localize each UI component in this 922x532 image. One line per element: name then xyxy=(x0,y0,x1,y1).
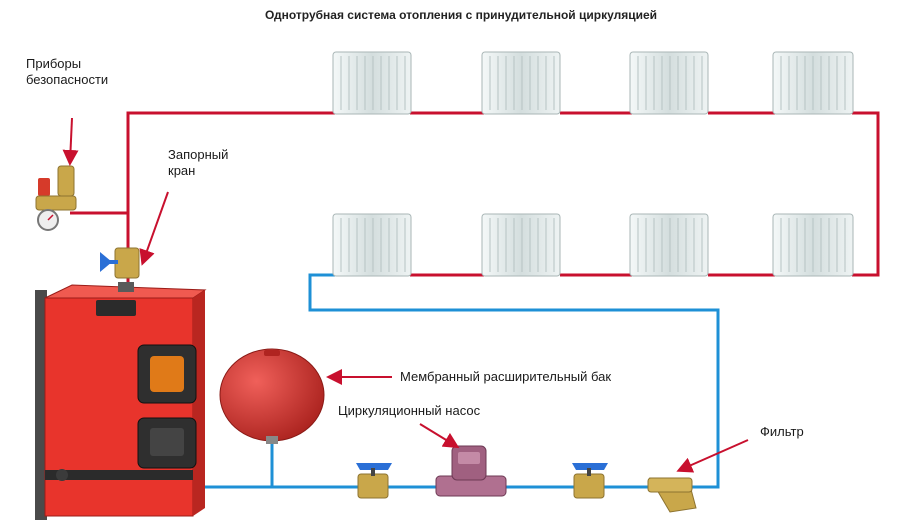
boiler-body xyxy=(44,297,194,517)
return-valve-right xyxy=(572,463,608,499)
label-safety-devices: Приборы безопасности xyxy=(26,56,108,88)
air-vent xyxy=(57,165,75,197)
return-valve-left xyxy=(356,463,392,499)
safety-relief-valve xyxy=(38,178,50,196)
radiator-upper-2 xyxy=(481,51,561,115)
supply-pipes xyxy=(70,111,880,290)
radiator-upper-1 xyxy=(332,51,412,115)
boiler-control-panel xyxy=(96,300,136,316)
radiator-lower-2 xyxy=(481,213,561,277)
label-shutoff-valve: Запорный кран xyxy=(168,147,228,179)
lower-radiators xyxy=(332,213,854,277)
label-shutoff-line-2: кран xyxy=(168,163,196,178)
supply-riser-pipe xyxy=(126,111,335,290)
radiator-lower-4 xyxy=(772,213,854,277)
label-circulation-pump: Циркуляционный насос xyxy=(338,403,481,418)
label-safety-line-2: безопасности xyxy=(26,72,109,87)
radiator-upper-3 xyxy=(629,51,709,115)
supply-right-loop xyxy=(852,111,880,277)
label-expansion-tank: Мембранный расширительный бак xyxy=(400,369,612,384)
arrow-pump xyxy=(419,423,460,449)
valve-handle-icon xyxy=(356,463,392,470)
circulation-pump xyxy=(435,445,507,497)
filter xyxy=(647,477,697,513)
arrow-filter xyxy=(676,439,749,473)
boiler-outlet xyxy=(118,282,134,292)
return-main-pipe xyxy=(190,273,720,489)
upper-radiators xyxy=(332,51,854,115)
boiler xyxy=(35,282,207,520)
diagram-title: Однотрубная система отопления с принудит… xyxy=(264,8,658,22)
safety-group xyxy=(35,165,77,231)
radiator-lower-3 xyxy=(629,213,709,277)
label-safety-line-1: Приборы xyxy=(26,56,82,71)
safety-manifold xyxy=(35,195,77,211)
expansion-tank xyxy=(219,348,325,444)
label-filter: Фильтр xyxy=(760,424,804,439)
radiator-lower-1 xyxy=(332,213,412,277)
boiler-legs xyxy=(35,290,47,520)
boiler-return-fitting xyxy=(56,469,68,481)
radiator-upper-4 xyxy=(772,51,854,115)
label-shutoff-line-1: Запорный xyxy=(168,147,229,162)
arrow-safety xyxy=(62,117,79,166)
arrow-shutoff xyxy=(139,191,169,266)
valve-handle-icon xyxy=(572,463,608,470)
fire-window xyxy=(150,356,184,392)
shutoff-valve xyxy=(100,247,140,279)
callout-arrows xyxy=(62,117,749,473)
